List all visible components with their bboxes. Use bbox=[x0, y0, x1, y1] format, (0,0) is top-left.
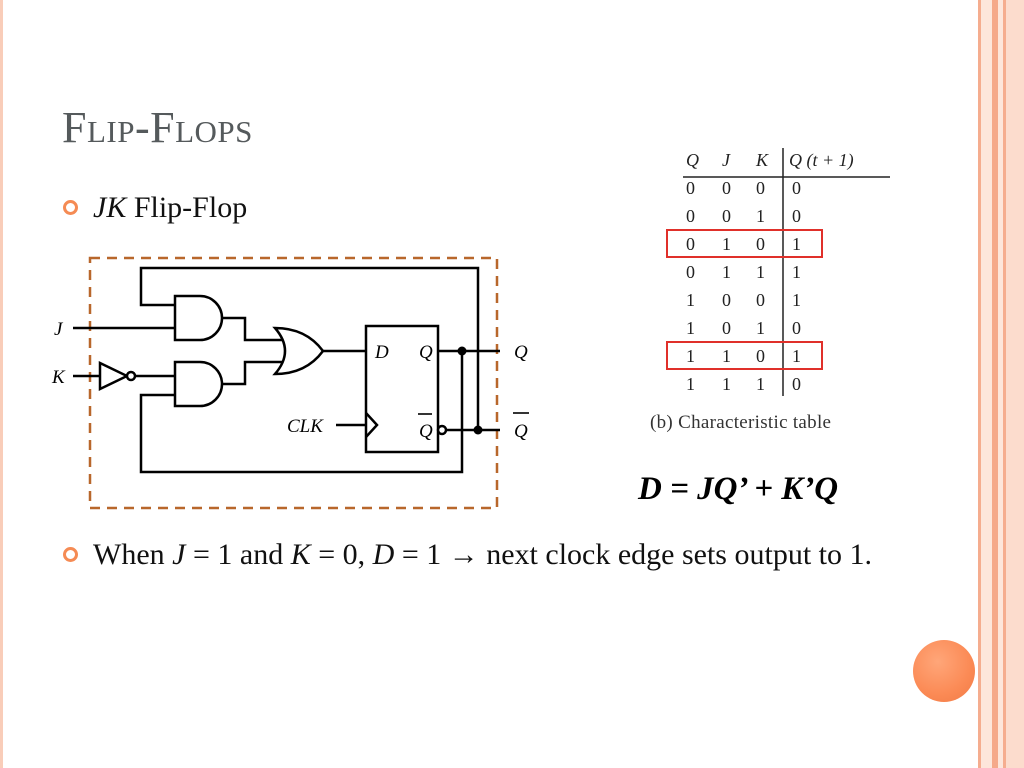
table-cell: 0 bbox=[756, 346, 765, 366]
bullet-var-k: K bbox=[290, 538, 311, 571]
table-cell: 1 bbox=[756, 374, 765, 394]
table-cell: 0 bbox=[792, 318, 801, 338]
table-header-cell: Q bbox=[686, 150, 699, 170]
and-top-output-wire bbox=[222, 316, 283, 342]
table-cell: 0 bbox=[686, 234, 695, 254]
d-flip-flop-box bbox=[364, 324, 440, 454]
highlight-box bbox=[666, 341, 823, 370]
and-gate-top bbox=[173, 294, 224, 342]
table-cell: 1 bbox=[686, 374, 695, 394]
table-cell: 1 bbox=[792, 234, 801, 254]
bullet-var-j: J bbox=[172, 538, 186, 571]
highlight-box bbox=[666, 229, 823, 258]
label-q-bar-output: Q bbox=[514, 421, 528, 442]
table-cell: 0 bbox=[722, 206, 731, 226]
clock-wedge bbox=[365, 412, 379, 438]
table-cell: 0 bbox=[756, 234, 765, 254]
label-d: D bbox=[374, 342, 389, 363]
and-bottom-output-wire bbox=[222, 360, 283, 386]
table-header-cell: J bbox=[722, 150, 731, 170]
decor-stripe bbox=[998, 0, 1003, 768]
table-cell: 1 bbox=[722, 346, 731, 366]
decor-stripe bbox=[981, 0, 992, 768]
bullet-italic-term: JK bbox=[93, 191, 127, 224]
slide-frame-left bbox=[0, 0, 3, 768]
bullet-text: When bbox=[93, 538, 173, 571]
table-cell: 1 bbox=[792, 346, 801, 366]
table-header-cell: Q (t + 1) bbox=[789, 150, 854, 171]
label-j: J bbox=[54, 319, 64, 340]
table-cell: 1 bbox=[722, 262, 731, 282]
decor-stripe bbox=[978, 0, 981, 768]
table-cell: 0 bbox=[722, 178, 731, 198]
label-q: Q bbox=[419, 342, 433, 363]
label-q-bar: Q bbox=[419, 421, 433, 442]
table-cell: 1 bbox=[722, 374, 731, 394]
table-cell: 1 bbox=[792, 290, 801, 310]
table-cell: 0 bbox=[722, 290, 731, 310]
table-cell: 0 bbox=[792, 374, 801, 394]
decor-stripe bbox=[992, 0, 998, 768]
d-equation: D = JQ’ + K’Q bbox=[638, 471, 839, 507]
bullet-text: = 1 → next clock edge sets output to 1. bbox=[394, 538, 872, 571]
bullet-ring-icon bbox=[63, 200, 78, 215]
label-clk: CLK bbox=[287, 416, 324, 437]
or-gate bbox=[272, 326, 325, 376]
bullet-text: Flip-Flop bbox=[126, 191, 248, 224]
bullet-ring-icon bbox=[63, 547, 78, 562]
table-cell: 0 bbox=[722, 318, 731, 338]
decor-stripe bbox=[1003, 0, 1006, 768]
bullet-text: = 1 and bbox=[185, 538, 291, 571]
label-q-output: Q bbox=[514, 342, 528, 363]
table-header-cell: K bbox=[755, 150, 769, 170]
decor-circle bbox=[913, 640, 975, 702]
bullet-text: = 0, bbox=[310, 538, 373, 571]
table-cell: 1 bbox=[722, 234, 731, 254]
bullet-var-d: D bbox=[372, 538, 395, 571]
table-cell: 0 bbox=[792, 178, 801, 198]
q-junction-dot bbox=[457, 346, 467, 356]
table-cell: 1 bbox=[756, 318, 765, 338]
decor-stripe bbox=[1006, 0, 1024, 768]
bullet-jk-flip-flop: JK Flip-Flop bbox=[93, 187, 247, 229]
label-k: K bbox=[51, 367, 66, 388]
q-feedback-wire bbox=[139, 351, 464, 474]
table-cell: 0 bbox=[686, 178, 695, 198]
dashed-box bbox=[88, 256, 499, 510]
table-cell: 1 bbox=[756, 206, 765, 226]
characteristic-table-content: (b) Characteristic table Q J K Q (t + 1) 0 0 0… bbox=[650, 148, 890, 433]
and-gate-bottom bbox=[173, 360, 224, 408]
bullet-when-jk: When J = 1 and K = 0, D = 1 → next clock… bbox=[93, 534, 933, 576]
table-cell: 1 bbox=[686, 346, 695, 366]
table-cell: 1 bbox=[756, 262, 765, 282]
table-cell: 0 bbox=[686, 262, 695, 282]
table-cell: 0 bbox=[792, 206, 801, 226]
table-cell: 1 bbox=[686, 290, 695, 310]
table-cell: 1 bbox=[792, 262, 801, 282]
not-gate bbox=[98, 361, 130, 391]
q-bar-feedback-wire bbox=[139, 266, 480, 430]
q-bar-junction-dot bbox=[473, 425, 483, 435]
table-cell: 0 bbox=[686, 206, 695, 226]
table-cell: 1 bbox=[686, 318, 695, 338]
table-cell: 0 bbox=[756, 178, 765, 198]
slide-title: Flip-Flops bbox=[62, 103, 253, 152]
table-caption: (b) Characteristic table bbox=[650, 412, 831, 433]
table-cell: 0 bbox=[756, 290, 765, 310]
